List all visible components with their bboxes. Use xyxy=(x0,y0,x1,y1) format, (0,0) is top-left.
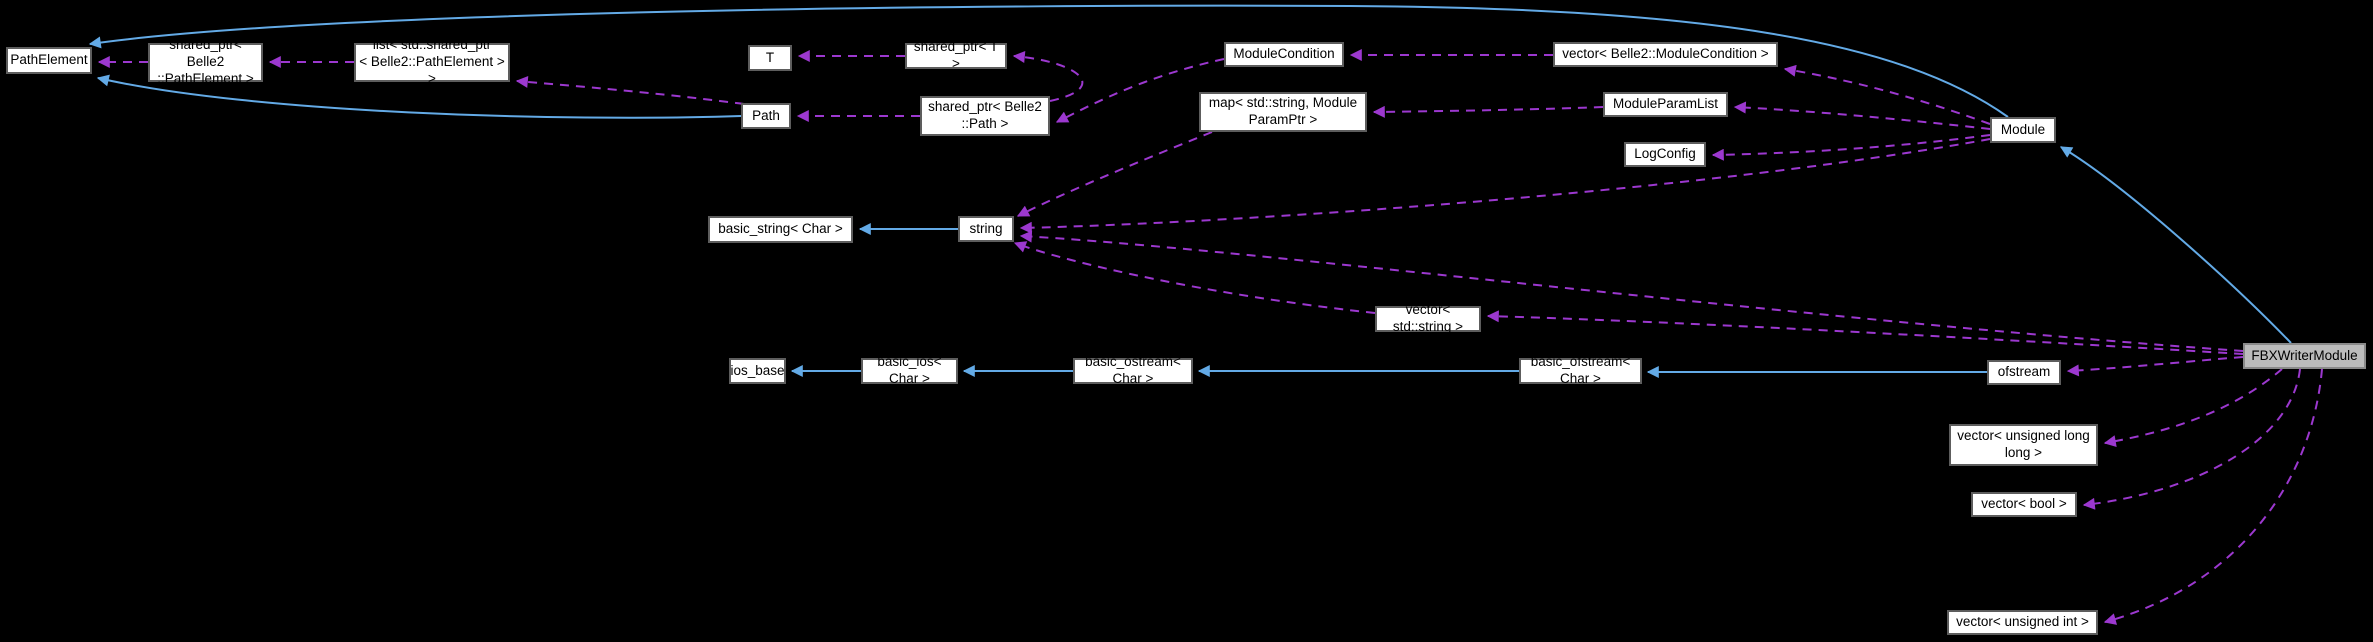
edge-path-uses-list xyxy=(515,75,745,105)
edge-moduleparamlist-uses-map xyxy=(1372,105,1604,118)
node-path[interactable]: Path xyxy=(741,103,791,129)
node-basic-ofstream[interactable]: basic_ofstream< Char > xyxy=(1519,354,1642,386)
edge-modulecondition-uses-shared-ptr-path xyxy=(1055,58,1225,123)
node-basic-ios-label: basic_ios< Char > xyxy=(877,354,942,386)
node-ofstream-label: ofstream xyxy=(1997,364,2051,380)
node-t[interactable]: T xyxy=(748,45,792,71)
edge-vector-string-uses-string xyxy=(1013,241,1376,314)
edge-module-uses-vector-modulecondition xyxy=(1783,64,1991,125)
node-vector-unsigned-int[interactable]: vector< unsigned int > xyxy=(1947,610,2098,635)
node-logconfig[interactable]: LogConfig xyxy=(1624,142,1706,167)
node-path-label: Path xyxy=(752,107,780,123)
edge-map-uses-string xyxy=(1016,131,1213,217)
node-vector-bool[interactable]: vector< bool > xyxy=(1971,492,2077,517)
node-map-param[interactable]: map< std::string, Module ParamPtr > xyxy=(1199,92,1367,132)
node-modulecondition[interactable]: ModuleCondition xyxy=(1224,42,1344,67)
node-modulecondition-label: ModuleCondition xyxy=(1233,46,1335,62)
node-basic-string[interactable]: basic_string< Char > xyxy=(708,216,853,243)
node-pathelement[interactable]: PathElement xyxy=(6,47,92,74)
edge-module-uses-logconfig xyxy=(1711,134,1991,161)
node-vector-string[interactable]: vector< std::string > xyxy=(1375,302,1481,334)
node-moduleparamlist-label: ModuleParamList xyxy=(1612,96,1719,112)
node-t-label: T xyxy=(765,49,775,65)
edge-fbxwritermodule-uses-string xyxy=(1019,230,2244,352)
node-ios-base-label: ios_base xyxy=(730,362,785,378)
node-pathelement-label: PathElement xyxy=(10,52,88,68)
node-vector-modulecondition[interactable]: vector< Belle2::ModuleCondition > xyxy=(1553,42,1778,67)
node-basic-ofstream-label: basic_ofstream< Char > xyxy=(1530,354,1631,386)
edge-path-inherits-pathelement xyxy=(96,74,742,119)
node-vector-modulecondition-label: vector< Belle2::ModuleCondition > xyxy=(1562,46,1769,62)
node-list-shared-ptr[interactable]: list< std::shared_ptr < Belle2::PathElem… xyxy=(354,37,510,86)
edge-module-uses-string xyxy=(1019,138,1991,234)
edge-fbxwritermodule-inherits-module xyxy=(2059,146,2292,344)
edge-fbxwritermodule-uses-vector-string xyxy=(1486,310,2244,355)
node-fbxwritermodule-label: FBXWriterModule xyxy=(2251,347,2358,363)
node-vector-unsigned-long-long[interactable]: vector< unsigned long long > xyxy=(1949,424,2098,466)
node-basic-ostream-label: basic_ostream< Char > xyxy=(1085,354,1181,386)
node-vector-unsigned-int-label: vector< unsigned int > xyxy=(1956,614,2089,630)
edge-fbxwritermodule-uses-ofstream xyxy=(2066,356,2244,377)
edge-fbxwritermodule-uses-vector-ull xyxy=(2103,368,2283,448)
edge-fbxwritermodule-uses-vector-bool xyxy=(2082,368,2301,510)
edge-shared-ptr-path-uses-shared-ptr-t xyxy=(1012,51,1084,102)
node-shared-ptr-pathelement[interactable]: shared_ptr< Belle2 ::PathElement > xyxy=(148,37,263,86)
edge-module-uses-moduleparamlist xyxy=(1733,101,1991,130)
node-logconfig-label: LogConfig xyxy=(1634,146,1696,162)
node-shared-ptr-path-label: shared_ptr< Belle2 ::Path > xyxy=(928,99,1042,131)
node-basic-ostream[interactable]: basic_ostream< Char > xyxy=(1073,354,1193,386)
node-map-param-label: map< std::string, Module ParamPtr > xyxy=(1208,95,1358,127)
node-vector-bool-label: vector< bool > xyxy=(1981,496,2067,512)
edge-module-inherits-pathelement xyxy=(88,4,2009,118)
node-ofstream[interactable]: ofstream xyxy=(1987,360,2061,385)
node-ios-base[interactable]: ios_base xyxy=(729,358,786,384)
node-shared-ptr-t-label: shared_ptr< T > xyxy=(913,39,999,71)
node-list-shared-ptr-label: list< std::shared_ptr < Belle2::PathElem… xyxy=(359,37,505,86)
node-shared-ptr-path[interactable]: shared_ptr< Belle2 ::Path > xyxy=(920,96,1050,136)
node-string-label: string xyxy=(969,220,1003,236)
edge-fbxwritermodule-uses-vector-uint xyxy=(2103,368,2323,625)
node-fbxwritermodule[interactable]: FBXWriterModule xyxy=(2243,343,2366,369)
node-vector-unsigned-long-long-label: vector< unsigned long long > xyxy=(1957,428,2090,460)
node-basic-string-label: basic_string< Char > xyxy=(718,221,843,237)
node-module[interactable]: Module xyxy=(1990,117,2056,143)
node-shared-ptr-pathelement-label: shared_ptr< Belle2 ::PathElement > xyxy=(157,37,254,86)
node-vector-string-label: vector< std::string > xyxy=(1392,302,1464,334)
node-basic-ios[interactable]: basic_ios< Char > xyxy=(861,354,958,386)
node-module-label: Module xyxy=(2000,121,2046,137)
node-shared-ptr-t[interactable]: shared_ptr< T > xyxy=(905,39,1007,71)
node-string[interactable]: string xyxy=(958,216,1014,242)
node-moduleparamlist[interactable]: ModuleParamList xyxy=(1603,92,1728,117)
